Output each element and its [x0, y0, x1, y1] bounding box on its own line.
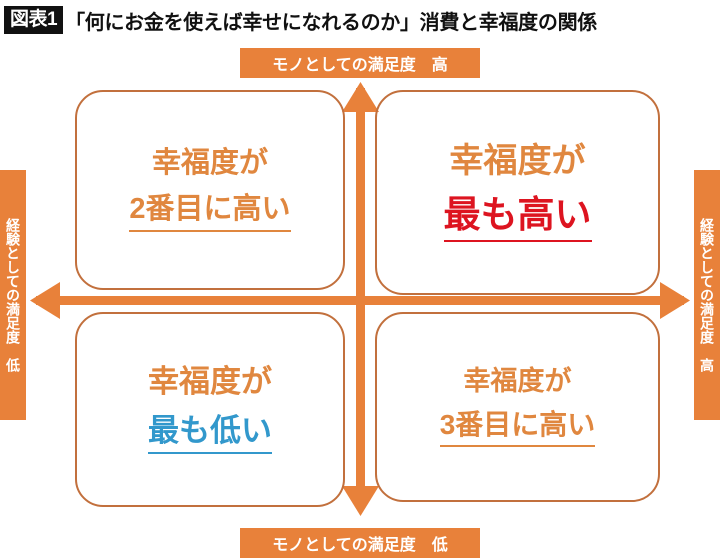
- quadrant-bottom-right-line2: 3番目に高い: [439, 410, 596, 448]
- arrowhead-up: [342, 82, 379, 112]
- quadrant-bottom-left[interactable]: 幸福度が 最も低い: [75, 312, 345, 507]
- quadrant-top-left-line2: 2番目に高い: [129, 193, 291, 232]
- quadrant-top-right-line1: 幸福度が: [449, 142, 586, 181]
- quadrant-top-left[interactable]: 幸福度が 2番目に高い: [75, 90, 345, 290]
- arrowhead-down: [342, 486, 379, 516]
- quadrant-top-left-line1: 幸福度が: [151, 147, 268, 180]
- quadrant-top-right-line2: 最も高い: [443, 194, 592, 242]
- axis-label-right: 経験としての満足度 高: [694, 170, 720, 420]
- vertical-axis-shaft: [356, 88, 365, 508]
- quadrant-bottom-right-line1: 幸福度が: [463, 365, 572, 396]
- figure-header: 図表1 「何にお金を使えば幸せになれるのか」消費と幸福度の関係: [0, 0, 720, 40]
- page-title: 「何にお金を使えば幸せになれるのか」消費と幸福度の関係: [65, 11, 597, 34]
- quadrant-bottom-right[interactable]: 幸福度が 3番目に高い: [375, 312, 660, 502]
- quadrant-bottom-left-line2: 最も低い: [148, 413, 272, 454]
- quadrant-bottom-left-line1: 幸福度が: [148, 364, 272, 400]
- quadrant-top-right[interactable]: 幸福度が 最も高い: [375, 90, 660, 295]
- axis-label-bottom: モノとしての満足度 低: [240, 528, 480, 558]
- figure-number-badge: 図表1: [4, 6, 64, 34]
- horizontal-axis-shaft: [36, 296, 684, 305]
- axis-label-left: 経験としての満足度 低: [0, 170, 26, 420]
- arrowhead-left: [30, 282, 60, 319]
- arrowhead-right: [660, 282, 690, 319]
- axis-label-top: モノとしての満足度 高: [240, 48, 480, 78]
